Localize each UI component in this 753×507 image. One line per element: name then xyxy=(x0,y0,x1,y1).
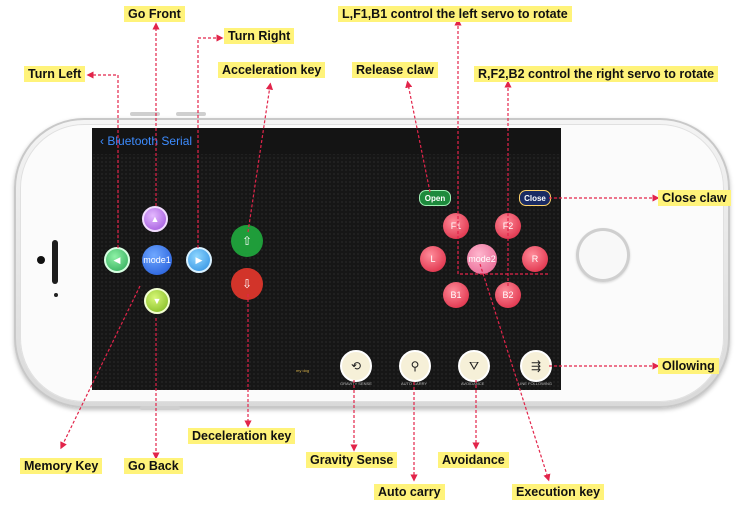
label-auto-carry: Auto carry xyxy=(374,484,445,500)
f1-button[interactable]: F1 xyxy=(443,213,469,239)
open-claw-button[interactable]: Open xyxy=(419,190,451,206)
label-go-front: Go Front xyxy=(124,6,185,22)
avoidance-label: AVOIDANCE xyxy=(461,381,485,386)
label-execution-key: Execution key xyxy=(512,484,605,500)
label-release-claw: Release claw xyxy=(352,62,438,78)
rocket-up-icon: ⇧ xyxy=(241,234,253,248)
volume-button xyxy=(130,112,160,116)
arrow-left-icon: ◀ xyxy=(113,254,121,265)
deceleration-button[interactable]: ⇩ xyxy=(234,271,260,297)
b2-button[interactable]: B2 xyxy=(495,282,521,308)
nav-bar: ‹ Bluetooth Serial xyxy=(92,128,561,154)
turn-right-button[interactable]: ▶ xyxy=(186,247,212,273)
label-gravity-sense: Gravity Sense xyxy=(306,452,398,468)
acceleration-button[interactable]: ⇧ xyxy=(234,228,260,254)
label-turn-right: Turn Right xyxy=(224,28,295,44)
arrow-down-icon: ▼ xyxy=(152,296,162,306)
label-go-back: Go Back xyxy=(124,458,183,474)
front-camera xyxy=(37,256,45,264)
turn-left-button[interactable]: ◀ xyxy=(104,247,130,273)
label-ollowing: Ollowing xyxy=(658,358,719,374)
obstacle-icon: ⛛ xyxy=(468,358,480,373)
avoidance-button[interactable]: ⛛ xyxy=(458,350,490,382)
power-button xyxy=(140,406,180,410)
label-deceleration: Deceleration key xyxy=(188,428,296,444)
left-servo-button[interactable]: L xyxy=(420,246,446,272)
gravity-sense-label: GRAVITY SENSE xyxy=(340,381,372,386)
right-servo-button[interactable]: R xyxy=(522,246,548,272)
go-back-button[interactable]: ▼ xyxy=(144,288,170,314)
app-screen: ‹ Bluetooth Serial ▲ ◀ mode1 ▶ ▼ ⇧ ⇩ Ope… xyxy=(92,128,561,390)
label-close-claw: Close claw xyxy=(658,190,731,206)
label-servo-right: R,F2,B2 control the right servo to rotat… xyxy=(474,66,719,82)
carry-icon: ⚲ xyxy=(410,359,420,373)
speaker-grille xyxy=(52,240,58,284)
phone-tilt-icon: ⟲ xyxy=(350,359,362,373)
label-memory-key: Memory Key xyxy=(20,458,103,474)
memory-mode-button[interactable]: mode1 xyxy=(142,245,172,275)
b1-button[interactable]: B1 xyxy=(443,282,469,308)
rocket-down-icon: ⇩ xyxy=(241,277,253,291)
auto-carry-button[interactable]: ⚲ xyxy=(399,350,431,382)
label-servo-left: L,F1,B1 control the left servo to rotate xyxy=(338,6,572,22)
label-acceleration: Acceleration key xyxy=(218,62,326,78)
line-following-label: LINE FOLLOWING xyxy=(518,381,553,386)
home-button[interactable] xyxy=(576,228,630,282)
tiny-caption: my dog xyxy=(296,368,310,373)
arrow-up-icon: ▲ xyxy=(150,214,160,224)
volume-button-2 xyxy=(176,112,206,116)
gravity-sense-button[interactable]: ⟲ xyxy=(340,350,372,382)
go-front-button[interactable]: ▲ xyxy=(142,206,168,232)
line-following-button[interactable]: ⇶ xyxy=(520,350,552,382)
line-track-icon: ⇶ xyxy=(530,359,542,373)
back-button-label: Bluetooth Serial xyxy=(107,134,193,148)
label-avoidance: Avoidance xyxy=(438,452,509,468)
back-button[interactable]: ‹ Bluetooth Serial xyxy=(100,134,193,148)
proximity-sensor xyxy=(54,293,58,297)
label-turn-left: Turn Left xyxy=(24,66,86,82)
arrow-right-icon: ▶ xyxy=(195,254,203,265)
